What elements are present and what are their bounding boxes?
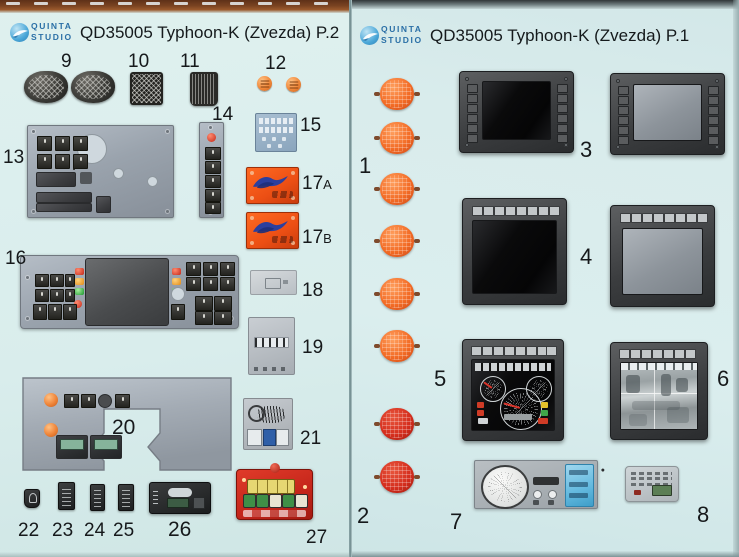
part-9-speaker-grille-b [71,71,115,103]
part-19-switch-box [248,317,295,375]
part-label-1: 1 [359,153,372,178]
part-label-17a: 17A [302,173,332,194]
part-label-5: 5 [434,366,447,391]
part-1-orange-reflector-4 [374,225,420,257]
sheet-header-right: QUINTA STUDIO QD35005 Typhoon-K (Zvezda)… [360,24,689,48]
part-3-wide-monitor-black [459,71,574,153]
eagle-emblem-icon [253,175,288,189]
part-3-wide-monitor-grey [610,73,725,155]
quinta-studio-logo-icon: QUINTA STUDIO [10,21,72,45]
part-label-13: 13 [3,147,25,168]
part-label-26: 26 [168,518,192,541]
logo-text-line1: QUINTA [31,21,73,31]
tachograph-dial [481,465,529,509]
part-21-speaker-panel [243,398,293,450]
part-label-15: 15 [300,115,322,136]
decal-sheet-p1: QUINTA STUDIO QD35005 Typhoon-K (Zvezda)… [352,0,739,557]
part-26-instrument-binnacle [149,482,211,514]
part-10-mesh-grille [130,72,163,105]
part-label-20: 20 [112,416,136,439]
part-23-switch-strip [58,482,75,510]
part-15-pe-fret [255,113,297,152]
sheet-title-left: QD35005 Typhoon-K (Zvezda) P.2 [80,23,340,42]
quinta-studio-logo-icon: QUINTA STUDIO [360,24,422,48]
sheet-divider [349,0,352,557]
eagle-emblem-icon [253,220,288,234]
tachograph-blue-card [565,464,594,507]
part-label-19: 19 [302,337,324,358]
part-5-gauge-cluster-display [462,339,564,441]
part-17a-orange-decal [246,167,299,204]
part-9-speaker-grille-a [24,71,68,103]
part-label-12: 12 [265,53,287,74]
part-25-switch-strip [118,484,134,511]
part-27-red-control-box [236,463,313,520]
part-20-notched-fascia: 20 [20,375,234,473]
part-14-switch-strip [199,122,224,218]
part-label-22: 22 [18,520,40,541]
logo-swoosh-icon [12,30,28,38]
part-12-reflector-b [286,77,301,92]
part-label-16: 16 [5,248,27,269]
part-label-25: 25 [113,520,135,541]
part-27-button-row [243,493,308,508]
part-4-square-monitor-grey [610,205,715,307]
part-24-switch-strip [90,484,105,511]
part-label-23: 23 [52,520,74,541]
part-label-2: 2 [357,503,370,528]
logo-text-line2: STUDIO [31,32,73,42]
part-label-7: 7 [450,509,463,534]
part-6-camera-view-display [610,342,708,440]
part-label-10: 10 [128,51,150,72]
part-label-18: 18 [302,280,324,301]
part-8-data-plate [625,466,679,502]
logo-text-line2: STUDIO [381,35,423,45]
part-22-bracket [24,489,40,508]
decal-sheet-p2: QUINTA STUDIO QD35005 Typhoon-K (Zvezda)… [0,0,349,557]
part-label-14: 14 [212,104,234,125]
part-1-orange-reflector-6 [374,330,420,362]
right-edge [733,0,739,557]
part-label-24: 24 [84,520,106,541]
part-label-17b: 17B [302,227,332,248]
part-16-dashboard-console [20,255,239,329]
part-label-4: 4 [580,244,593,269]
part-label-21: 21 [300,428,322,449]
logo-swoosh-icon [362,33,378,41]
top-edge-left [0,0,349,13]
part-label-6: 6 [717,366,730,391]
part-1-orange-reflector-2 [374,122,420,154]
part-7-tachograph: ● [474,460,605,509]
top-edge-right [352,0,739,9]
part-17b-orange-decal [246,212,299,249]
part-label-3: 3 [580,137,593,162]
logo-text-line1: QUINTA [381,24,423,34]
part-label-8: 8 [697,502,710,527]
part-4-square-monitor-black [462,198,567,305]
part-2-red-reflector-2 [374,461,420,493]
sheet-title-right: QD35005 Typhoon-K (Zvezda) P.1 [430,26,690,45]
part-2-red-reflector-1 [374,408,420,440]
sheet-header-left: QUINTA STUDIO QD35005 Typhoon-K (Zvezda)… [10,21,339,45]
part-12-reflector-a [257,76,272,91]
part-label-27: 27 [306,527,328,548]
part-1-orange-reflector-5 [374,278,420,310]
part-13-dash-panel [27,125,174,218]
part-1-orange-reflector-1 [374,78,420,110]
part-label-11: 11 [180,51,200,72]
part-11-slot-grille [190,72,218,106]
part-18-grey-plate [250,270,297,295]
part-1-orange-reflector-3 [374,173,420,205]
part-label-9: 9 [61,51,72,72]
